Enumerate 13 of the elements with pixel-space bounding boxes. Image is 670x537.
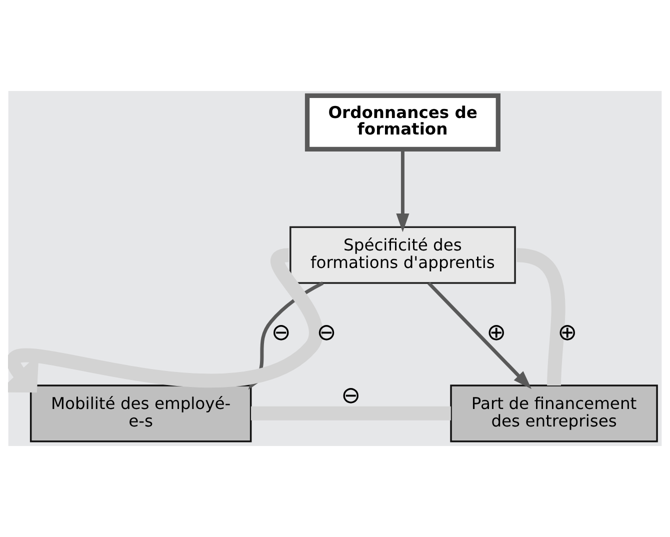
arrow bbox=[427, 282, 532, 390]
edge-label: ⊖ bbox=[316, 319, 336, 346]
connector bbox=[516, 248, 566, 386]
node-box: Spécificité des formations d'apprentis bbox=[290, 226, 516, 284]
connector bbox=[251, 406, 451, 420]
node-box: Part de financement des entreprises bbox=[450, 384, 658, 442]
edge-label: ⊕ bbox=[558, 319, 578, 346]
edge-label: ⊕ bbox=[486, 319, 506, 346]
edge-label: ⊖ bbox=[341, 382, 361, 409]
node-box: Mobilité des employé-e-s bbox=[30, 384, 252, 442]
arrow bbox=[396, 149, 410, 232]
node-box: Ordonnances de formation bbox=[304, 93, 500, 152]
edge-label: ⊖ bbox=[271, 319, 291, 346]
